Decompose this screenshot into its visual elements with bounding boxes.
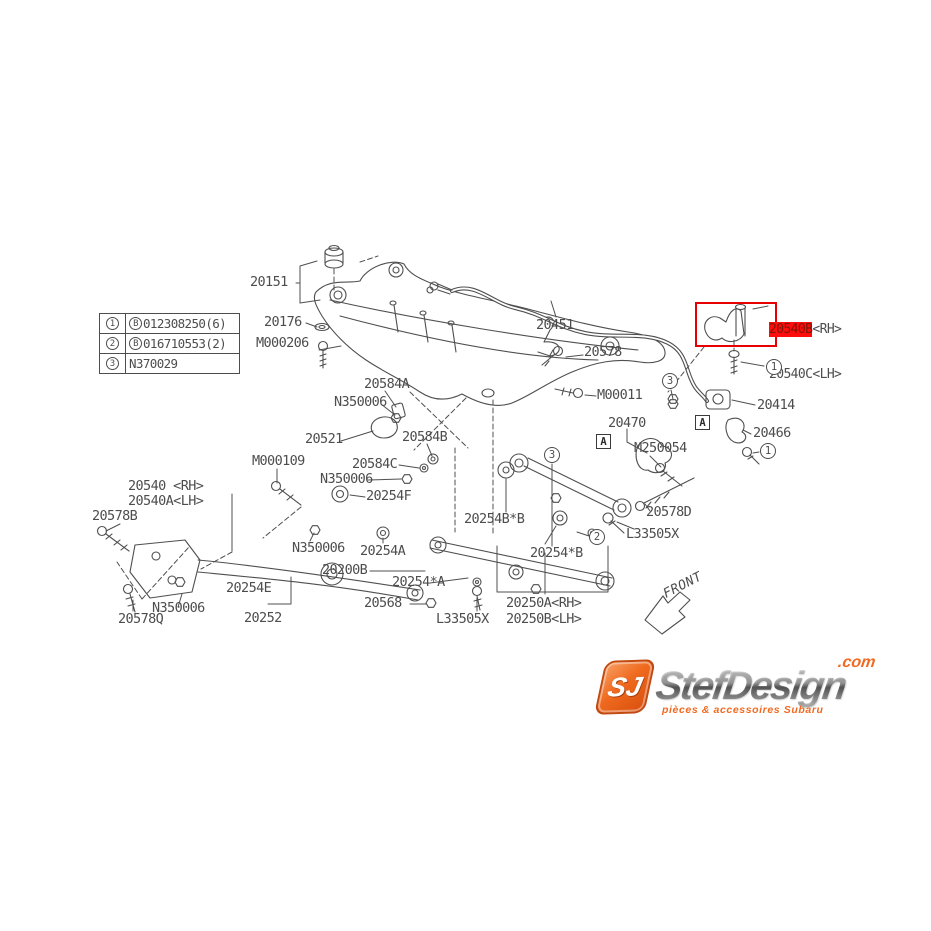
part-label-20414: 20414 [757,397,795,413]
part-label-20254b-b: 20254B*B [464,511,525,527]
part-label-m000109: M000109 [252,453,305,469]
ref-circle-3: 3 [662,373,678,389]
legend-marker-3: 3 [106,357,119,370]
stabilizer-bar [429,281,709,403]
logo-wordmark: StefDesign [652,664,849,708]
part-label-20451: 20451 [536,317,574,333]
part-label-20584a: 20584A [364,376,410,392]
part-label-20254-b: 20254*B [530,545,583,561]
prefix-b-icon: B [129,337,142,350]
part-label-20254e: 20254E [226,580,272,596]
part-label-20540a-lh: 20540A<LH> [128,493,204,509]
part-label-20584b: 20584B [402,429,448,445]
part-side-rh: <RH> [812,322,842,337]
part-label-m00011: M00011 [597,387,643,403]
part-label-20578d: 20578D [646,504,692,520]
logo-tagline: pièces & accessoires Subaru [662,704,824,716]
part-label-20252: 20252 [244,610,282,626]
part-label-20578: 20578 [584,344,622,360]
part-label-20470: 20470 [608,415,646,431]
part-label-n350006: N350006 [334,394,387,410]
misc-hardware [270,345,679,506]
part-label-20521: 20521 [305,431,343,447]
part-label-20466: 20466 [753,425,791,441]
part-label-20584c: 20584C [352,456,398,472]
part-label-20578q: 20578Q [118,611,164,627]
highlighted-part-labels[interactable]: 20540B<RH> 20540C<LH> [769,292,842,397]
subframe-crossmember [313,261,666,406]
part-label-20250a-rh: 20250A<RH> [506,595,582,611]
stabilizer-bracket-20540b [704,303,747,375]
part-label-20176: 20176 [264,314,302,330]
ref-circle-1: 1 [766,359,782,375]
logo-monogram-icon: SJ [594,659,656,715]
part-label-n350006: N350006 [292,540,345,556]
part-side-lh: <LH> [812,367,842,382]
trailing-arm-assembly [96,525,424,613]
legend-code: 012308250(6) [143,316,227,331]
part-label-20568: 20568 [364,595,402,611]
part-label-20254-a: 20254*A [392,574,445,590]
part-label-l33505x: L33505X [436,611,489,627]
part-label-m000206: M000206 [256,335,309,351]
front-arrow [644,591,691,635]
part-label-20254a: 20254A [360,543,406,559]
part-label-20578b: 20578B [92,508,138,524]
ref-circle-3: 3 [544,447,560,463]
bushing-20414-clamp-20466 [667,389,760,465]
site-logo: SJ StefDesign .com pièces & accessoires … [588,652,888,730]
legend-marker-2: 2 [106,337,119,350]
subframe-mount-hardware [314,244,344,369]
lateral-link-lower [309,525,615,611]
part-label-l33505x: L33505X [626,526,679,542]
dashed-lines [116,255,735,600]
highlighted-part-number-rh[interactable]: 20540B [769,322,813,337]
prefix-b-icon: B [129,317,142,330]
legend-code: N370029 [129,356,178,371]
view-marker-a: A [695,415,710,430]
legend-code: 016710553(2) [143,336,227,351]
part-label-20250b-lh: 20250B<LH> [506,611,582,627]
view-marker-a: A [596,434,611,449]
part-label-20254f: 20254F [366,488,412,504]
ref-circle-2: 2 [589,529,605,545]
part-label-20200b: 20200B [322,562,368,578]
logo-tld: .com [836,654,877,671]
legend-row: 3 N370029 [100,354,239,373]
part-label-20151: 20151 [250,274,288,290]
part-label-n350006: N350006 [152,600,205,616]
legend-marker-1: 1 [106,317,119,330]
leader-lines [105,260,769,612]
part-label-m250054: M250054 [634,440,687,456]
ref-circle-1: 1 [760,443,776,459]
selected-part-box [695,302,777,347]
part-label-n350006: N350006 [320,471,373,487]
part-label-20540-rh: 20540 <RH> [128,478,204,494]
